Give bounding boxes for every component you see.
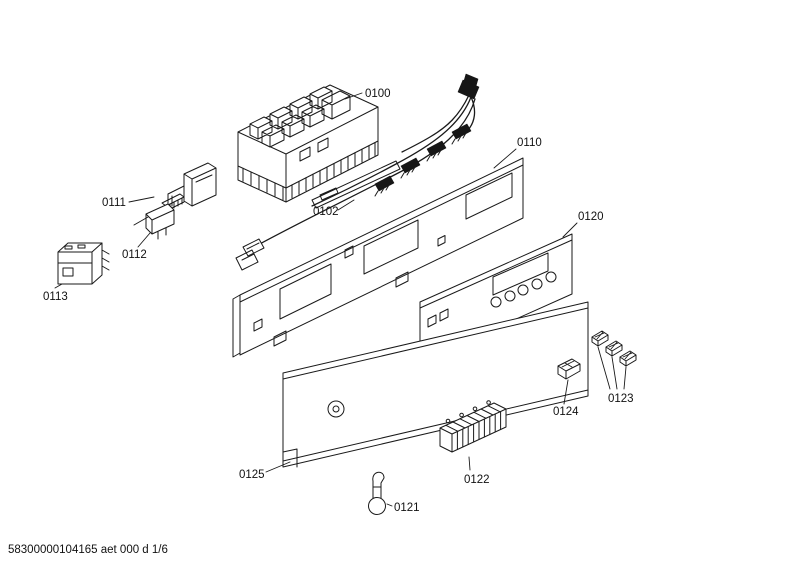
connector-pins bbox=[374, 132, 467, 197]
part-0110-rear-panel bbox=[232, 157, 524, 358]
harness-plug bbox=[374, 73, 480, 192]
door-hole-center bbox=[332, 405, 340, 413]
document-number: 58300000104165 aet 000 d 1/6 bbox=[8, 544, 168, 556]
part-label-0110: 0110 bbox=[517, 137, 542, 149]
leader-lines bbox=[54, 92, 627, 507]
part-label-0122: 0122 bbox=[464, 474, 490, 486]
part-0123-button-caps bbox=[591, 330, 637, 367]
cable-curves bbox=[255, 94, 476, 247]
part-label-0111: 0111 bbox=[102, 197, 126, 209]
part-label-0100: 0100 bbox=[365, 88, 391, 100]
part-0125-door-front-panel bbox=[282, 301, 589, 468]
door-face bbox=[282, 301, 589, 468]
part-0124-button-cap bbox=[557, 358, 581, 380]
cap-faces bbox=[557, 358, 581, 380]
switch-body bbox=[145, 203, 175, 235]
module-pin-ticks bbox=[242, 137, 376, 201]
part-label-0113: 0113 bbox=[43, 291, 68, 303]
part-0112-switch bbox=[133, 203, 175, 240]
strip-bump bbox=[472, 406, 478, 412]
switch-lever-pins bbox=[133, 216, 167, 240]
facia-button-hole bbox=[531, 278, 543, 290]
part-0121-plug bbox=[368, 471, 386, 515]
part-0111-bracket bbox=[161, 162, 217, 213]
strip-bump bbox=[459, 412, 464, 418]
bracket-faces bbox=[161, 162, 217, 207]
strip-bump bbox=[445, 418, 451, 424]
facia-button-hole bbox=[517, 284, 529, 296]
part-label-0125: 0125 bbox=[239, 469, 265, 481]
plug-stem bbox=[372, 471, 385, 499]
part-label-0102: 0102 bbox=[313, 206, 339, 218]
part-label-0123: 0123 bbox=[608, 393, 634, 405]
strip-ribs bbox=[445, 405, 502, 450]
end-connector-lines bbox=[241, 242, 260, 261]
callout-labels: 0100 0102 0110 0111 0112 0113 0120 0121 … bbox=[43, 88, 634, 514]
cap-hatch bbox=[561, 360, 575, 368]
facia-button-hole bbox=[545, 271, 557, 283]
plug-head bbox=[368, 497, 386, 515]
panel-cutouts bbox=[239, 164, 524, 332]
facia-details bbox=[419, 239, 573, 328]
wiring-harness bbox=[235, 73, 480, 271]
part-0122-button-strip bbox=[439, 400, 507, 453]
strip-bump bbox=[486, 400, 491, 405]
part-label-0112: 0112 bbox=[122, 249, 147, 261]
panel-faces bbox=[232, 157, 524, 358]
facia-button-hole bbox=[504, 290, 516, 302]
block-details bbox=[57, 244, 110, 277]
part-label-0121: 0121 bbox=[394, 502, 420, 514]
end-connectors bbox=[235, 238, 265, 271]
door-hole bbox=[327, 400, 345, 418]
part-label-0120: 0120 bbox=[578, 211, 604, 223]
facia-button-hole bbox=[490, 296, 502, 308]
strip-faces bbox=[439, 402, 507, 453]
part-0100-control-module bbox=[237, 84, 379, 203]
callout-leaders bbox=[54, 92, 627, 507]
part-label-0124: 0124 bbox=[553, 406, 579, 418]
caps-faces bbox=[591, 330, 637, 367]
caps-hatch bbox=[594, 331, 633, 360]
part-0113-connector-block bbox=[57, 242, 110, 285]
door-details bbox=[282, 307, 589, 468]
relay-blocks bbox=[249, 86, 351, 148]
